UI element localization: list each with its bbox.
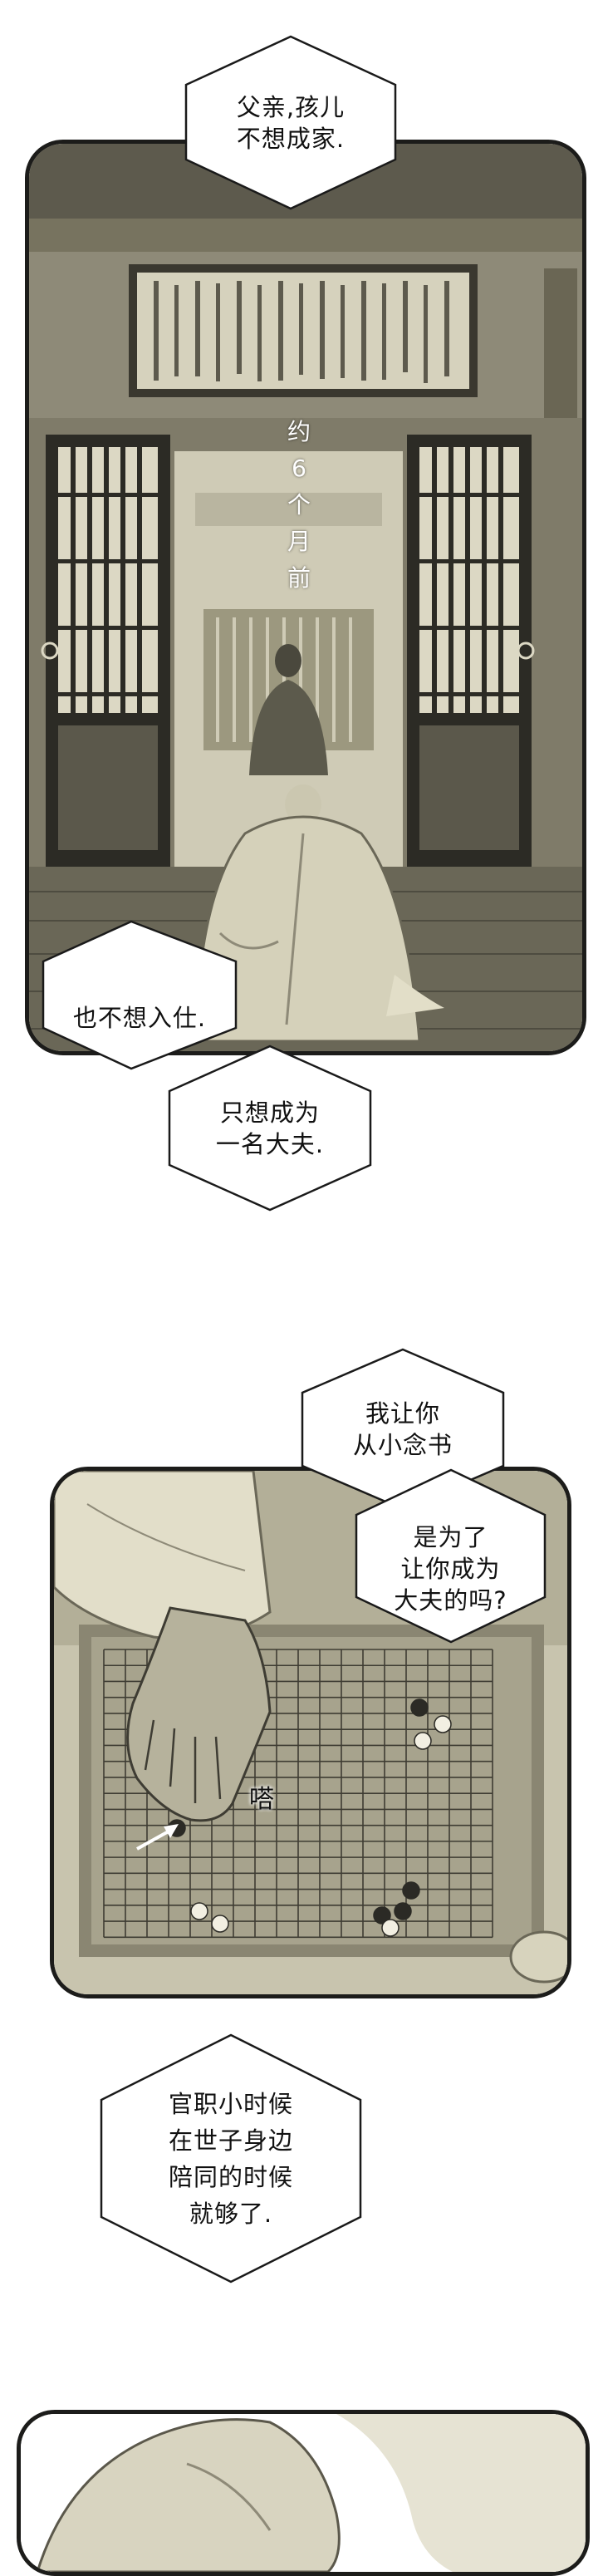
bubble-text: 也不想入仕. (40, 918, 239, 1072)
speech-bubble-left: 也不想入仕. (40, 918, 239, 1072)
go-stone (402, 1881, 420, 1900)
bubble-line: 在世子身边 (168, 2126, 293, 2155)
bubble-line: 让你成为 (400, 1554, 501, 1583)
bubble-shape (100, 2033, 362, 2283)
caption-char: 个 (287, 491, 311, 519)
speech-bubble-top: 父亲,孩儿 不想成家. (183, 33, 399, 212)
bubble-text: 只想成为 一名大夫. (166, 1043, 374, 1213)
bubble-shape (355, 1468, 547, 1644)
bubble-shape (42, 920, 238, 1070)
time-caption: 约 6 个 月 前 (274, 414, 324, 597)
go-stone (434, 1715, 452, 1733)
bubble-line: 是为了 (413, 1522, 488, 1551)
bubble-line: 陪同的时候 (168, 2162, 293, 2191)
speech-bubble-father-top: 我让你 从小念书 (299, 1346, 507, 1512)
comic-panel-partial (17, 2410, 590, 2576)
go-stone (410, 1698, 429, 1717)
go-stone (394, 1902, 412, 1920)
bubble-line: 只想成为 (219, 1098, 320, 1127)
speech-bubble-middle: 只想成为 一名大夫. (166, 1043, 374, 1213)
partial-illustration (21, 2414, 586, 2572)
bubble-line: 我让你 (365, 1399, 440, 1428)
bubble-text: 官职小时候 在世子身边 陪同的时候 就够了. (98, 2032, 364, 2285)
tap-sound-effect: 嗒 (249, 1785, 274, 1814)
bubble-shape (184, 35, 397, 210)
bubble-line: 也不想入仕. (72, 1004, 207, 1032)
go-stone (211, 1915, 229, 1933)
bubble-line: 就够了. (189, 2199, 273, 2228)
bubble-text: 父亲,孩儿 不想成家. (183, 33, 399, 212)
bubble-shape (168, 1045, 372, 1212)
go-stone (373, 1906, 391, 1925)
bubble-text: 是为了 让你成为 大夫的吗? (353, 1467, 548, 1645)
caption-char: 约 (287, 418, 311, 445)
bubble-line: 大夫的吗? (394, 1585, 507, 1615)
bubble-line: 从小念书 (352, 1431, 453, 1459)
speech-bubble-father-right: 是为了 让你成为 大夫的吗? (353, 1467, 548, 1645)
caption-char: 6 (292, 455, 306, 482)
go-stone (190, 1902, 208, 1920)
caption-char: 月 (287, 528, 311, 555)
caption-char: 前 (287, 564, 311, 592)
bubble-text: 我让你 从小念书 (299, 1346, 507, 1512)
bubble-line: 父亲,孩儿 (236, 92, 346, 121)
go-stone (414, 1732, 432, 1750)
bubble-line: 官职小时候 (168, 2089, 293, 2118)
palace-illustration (29, 144, 582, 1051)
bubble-line: 一名大夫. (215, 1129, 325, 1158)
speech-bubble-bottom: 官职小时候 在世子身边 陪同的时候 就够了. (98, 2032, 364, 2285)
go-stone (381, 1919, 399, 1937)
bubble-line: 不想成家. (236, 124, 346, 153)
